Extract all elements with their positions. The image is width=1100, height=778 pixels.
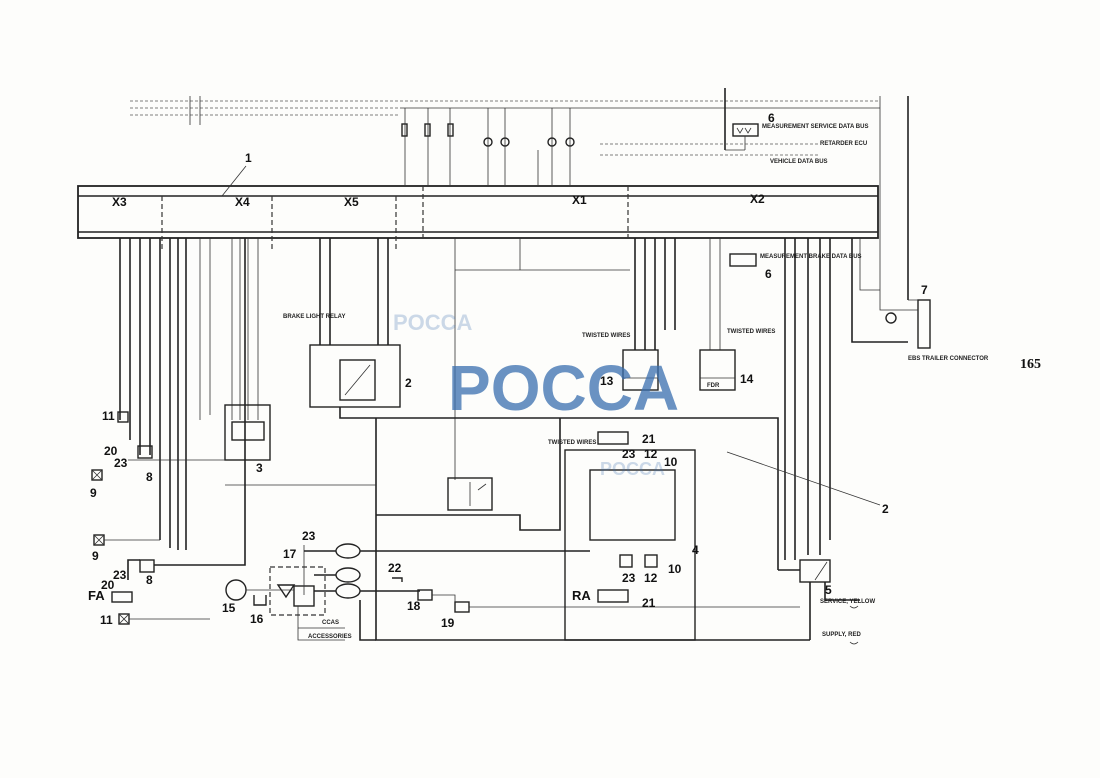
- twisted-wires-label: TWISTED WIRES: [582, 333, 630, 339]
- callout-2: 2: [405, 376, 412, 390]
- compressor-15: [225, 579, 247, 601]
- callout-23: 23: [302, 529, 316, 543]
- callout-8: 8: [146, 573, 153, 587]
- connector-x1-label: X1: [572, 193, 587, 207]
- callout-9: 9: [92, 549, 99, 563]
- ccas-label: CCAS: [322, 620, 339, 626]
- brake-light-relay-label: BRAKE LIGHT RELAY: [283, 314, 345, 320]
- modulator-8: [139, 559, 155, 573]
- front-axle-label: FA: [88, 588, 105, 603]
- callout-4: 4: [692, 543, 699, 557]
- ebs-connector-label: EBS TRAILER CONNECTOR: [908, 356, 989, 362]
- svg-text:POCCA: POCCA: [393, 310, 473, 335]
- callout-20: 20: [104, 444, 118, 458]
- callout-23: 23: [113, 568, 127, 582]
- svg-text:POCCA: POCCA: [448, 352, 679, 424]
- air-tank: [335, 583, 361, 599]
- callout-12: 12: [644, 571, 658, 585]
- center-valve: [376, 418, 561, 531]
- callout-21: 21: [642, 432, 656, 446]
- accessories-label: ACCESSORIES: [308, 634, 352, 640]
- callout-21: 21: [642, 596, 656, 610]
- callout-1: 1: [245, 151, 252, 165]
- svg-text:POCCA: POCCA: [600, 459, 665, 479]
- callout-10: 10: [664, 455, 678, 469]
- wear-sensor-11: [117, 411, 129, 423]
- supply-red-label: SUPPLY, RED: [822, 632, 861, 638]
- callout-15: 15: [222, 601, 236, 615]
- callout-14: 14: [740, 372, 754, 386]
- watermark: POCCA POCCA POCCA: [393, 310, 679, 479]
- rear-axle-label: RA: [572, 588, 591, 603]
- service-data-bus-module: MEASUREMENT SERVICE DATA BUS RETARDER EC…: [600, 111, 868, 165]
- callout-23: 23: [622, 447, 636, 461]
- harness-wires: [119, 238, 908, 560]
- connector-x2-label: X2: [750, 192, 765, 206]
- brake-data-bus-module: MEASUREMENT BRAKE DATA BUS 6: [729, 253, 862, 281]
- callout-23: 23: [114, 456, 128, 470]
- fuse: [447, 123, 454, 137]
- callout-23: 23: [622, 571, 636, 585]
- callout-10: 10: [668, 562, 682, 576]
- callout-7: 7: [921, 283, 928, 297]
- measurement-service-label: MEASUREMENT SERVICE DATA BUS: [762, 124, 868, 130]
- callout-13: 13: [600, 374, 614, 388]
- control-modules-13-14: 13 FDR 14 TWISTED WIRES TWISTED WIRES: [582, 329, 775, 391]
- callout-9: 9: [90, 486, 97, 500]
- fdr-label: FDR: [707, 383, 720, 389]
- callout-3: 3: [256, 461, 263, 475]
- air-tank: [335, 567, 361, 583]
- page-number: 165: [1020, 357, 1041, 372]
- callout-22: 22: [388, 561, 402, 575]
- valve-module-3: 3: [128, 404, 376, 486]
- callout-20: 20: [101, 578, 115, 592]
- callout-18: 18: [407, 599, 421, 613]
- callout-6: 6: [768, 111, 775, 125]
- ecu-connector-strip: X3 X4 X5 X1 X2 1: [77, 151, 879, 250]
- service-yellow-label: SERVICE, YELLOW: [820, 599, 875, 605]
- retarder-ecu-label: RETARDER ECU: [820, 141, 867, 147]
- twisted-wires-label: TWISTED WIRES: [548, 440, 596, 446]
- callout-12: 12: [644, 447, 658, 461]
- modulator-8: [137, 445, 153, 459]
- air-tank: [335, 543, 361, 559]
- connector-x5-label: X5: [344, 195, 359, 209]
- measurement-brake-label: MEASUREMENT BRAKE DATA BUS: [760, 254, 862, 260]
- connector-x4-label: X4: [235, 195, 250, 209]
- vehicle-data-bus-label: VEHICLE DATA BUS: [770, 159, 828, 165]
- callout-16: 16: [250, 612, 264, 626]
- callout-8: 8: [146, 470, 153, 484]
- air-supply-section: 15 16 17 23 CCAS ACCESSORIES 22 18 19: [222, 529, 800, 641]
- callout-5: 5: [825, 583, 832, 597]
- callout-6: 6: [765, 267, 772, 281]
- callout-11: 11: [100, 613, 113, 627]
- trailer-control-valve-5: 5 SERVICE, YELLOW SUPPLY, RED: [778, 559, 875, 645]
- lamp-icon: [885, 312, 897, 324]
- fuses-and-lamps: [401, 108, 575, 185]
- callout-11: 11: [102, 409, 115, 423]
- rear-axle-modulator-4: 21 23 12 10 4 23 12 10 21 RA TWISTED WIR…: [548, 431, 699, 641]
- front-axle-sensors: 11 20 23 8 9 9 8 23 20 FA 11: [88, 238, 246, 627]
- callout-19: 19: [441, 616, 455, 630]
- speed-sensor-9: [91, 469, 103, 481]
- twisted-wires-label: TWISTED WIRES: [727, 329, 775, 335]
- fuse: [424, 123, 431, 137]
- callout-17: 17: [283, 547, 297, 561]
- ebs-trailer-connector: 7 EBS TRAILER CONNECTOR: [879, 283, 989, 362]
- fuse: [401, 123, 408, 137]
- connector-x3-label: X3: [112, 195, 127, 209]
- valve-19: [454, 601, 470, 613]
- callout-2: 2: [882, 502, 889, 516]
- top-supply-lines: [130, 88, 909, 300]
